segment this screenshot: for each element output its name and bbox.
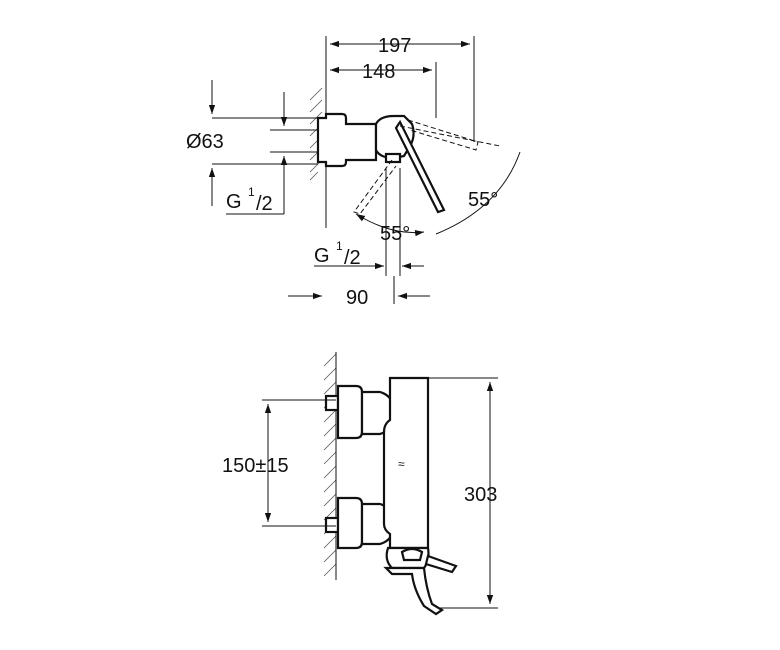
g-bottom-letter: G [314,245,330,267]
g-left-letter: G [226,191,242,213]
dim-150: 150±15 [222,455,289,477]
swing-guide [399,125,501,147]
dim-197: 197 [378,35,411,57]
angle-arc-bottom [355,213,425,237]
dim-148: 148 [362,61,395,83]
dim-303: 303 [464,484,497,506]
angle-right: 55° [468,189,498,211]
mixer-body-top [316,112,378,168]
outlet-front [383,566,445,616]
eccentric-bottom [336,496,364,550]
connector-bottom [324,516,340,534]
lever-front [424,554,458,574]
mixer-body-front [382,376,430,550]
lever-cap-front [400,547,424,562]
lever-swing-right [407,119,479,151]
g-bottom-sub: /2 [344,247,361,269]
connector-top [324,394,340,412]
g-left-sub: /2 [256,193,273,215]
outlet-top [384,152,402,164]
top-view: 197 148 Ø63 G 1 /2 55° 55° G 1 /2 [186,35,521,309]
angle-bottom: 55° [380,223,410,245]
g-bottom-sup: 1 [336,239,343,253]
eccentric-top [336,384,364,440]
angle-arc-right [435,151,521,235]
dim-90: 90 [346,287,368,309]
lever-swing-left [353,159,397,215]
g-left-sup: 1 [248,185,255,199]
logo-mark: ≈ [398,457,405,471]
lever-top [394,119,446,214]
front-view: ≈ 150±15 303 [222,352,498,616]
dim-d63: Ø63 [186,131,224,153]
wall-hatch-front [323,353,337,577]
